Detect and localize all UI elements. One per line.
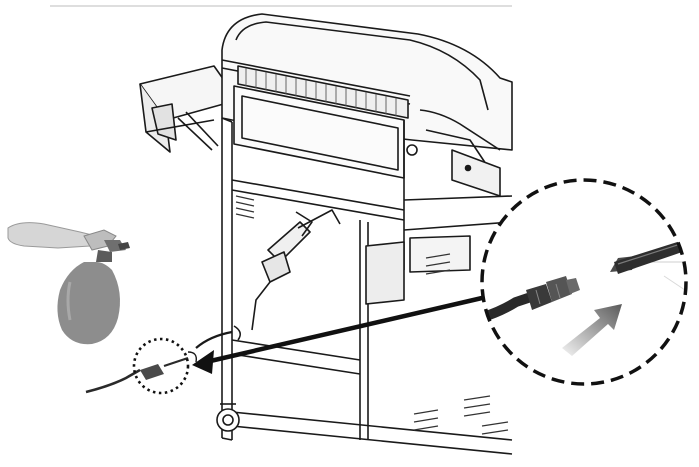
spray-bottle-icon: [7, 222, 130, 345]
grill-lid: [221, 13, 513, 197]
side-shelf: [139, 65, 239, 153]
connection-highlight-circle: [132, 337, 190, 395]
arrow-icon: [192, 295, 483, 374]
magnified-connector-icon: [480, 178, 688, 386]
grill-cabinet: [195, 117, 513, 455]
grill-illustration: [139, 13, 513, 455]
hose-connector-icon: [85, 351, 198, 394]
gradient-arrow-icon: [562, 304, 622, 356]
